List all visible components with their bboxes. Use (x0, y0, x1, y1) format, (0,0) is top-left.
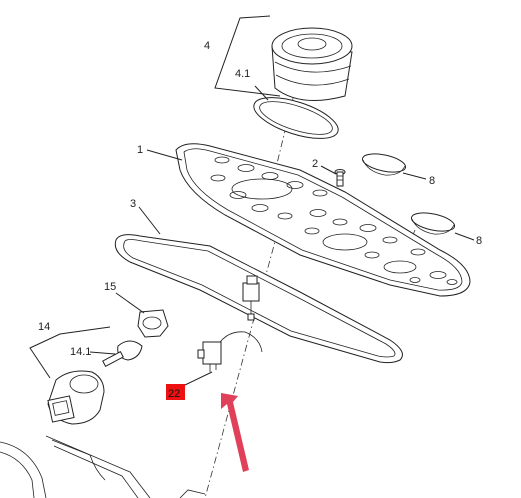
callout-4-1: 4.1 (235, 68, 250, 80)
part-14-1-key (102, 340, 143, 368)
part-22-sensor-loose (197, 331, 263, 372)
red-pointer-arrow (221, 393, 249, 472)
callout-1: 1 (137, 144, 143, 156)
callout-3: 3 (130, 198, 136, 210)
part-8-plug-upper (361, 153, 407, 176)
part-4-1-seal-ring (253, 97, 339, 139)
callout-14-1: 14.1 (70, 346, 91, 358)
callout-4: 4 (204, 40, 210, 52)
leader-lines (29, 15, 475, 386)
part-4-cap (271, 27, 353, 101)
callout-2: 2 (312, 158, 318, 170)
callout-8-upper: 8 (429, 175, 435, 187)
callout-14: 14 (38, 321, 50, 333)
callout-22-highlight-box (166, 384, 185, 400)
callout-8-lower: 8 (476, 235, 482, 247)
part-22-sensor-mounted (242, 275, 260, 321)
part-8-plug-lower (410, 212, 456, 235)
part-2-screw (334, 169, 346, 187)
part-15-nut (137, 309, 169, 338)
part-1-gasket-plate (175, 143, 471, 297)
part-14-ignition-switch (47, 370, 105, 425)
callout-15: 15 (104, 281, 116, 293)
callout-22: 22 (168, 388, 180, 400)
housing-base (0, 435, 206, 498)
